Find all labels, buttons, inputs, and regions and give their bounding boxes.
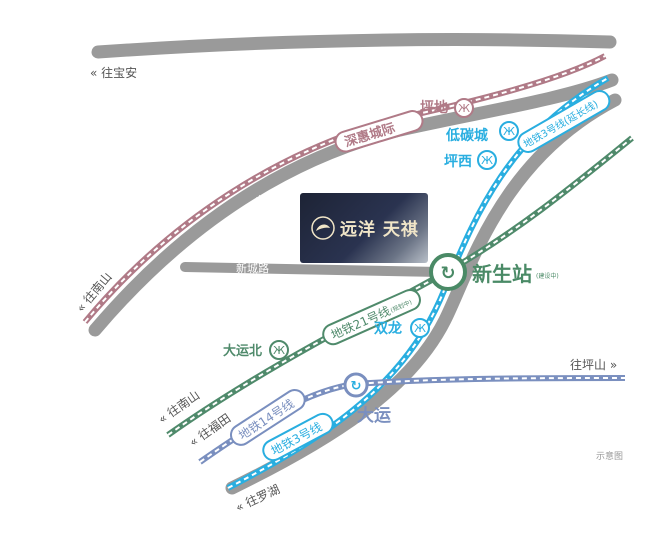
station-note-xinsheng: (建设中) — [536, 272, 559, 280]
transfer-icon: ↻ — [351, 379, 362, 394]
leaf-logo-icon — [311, 216, 335, 240]
outer-ring-expressway — [91, 33, 617, 59]
station-shuanglong[interactable]: Ж — [410, 318, 430, 338]
direction-pingshan: 往坪山 » — [570, 357, 617, 372]
station-label-shuanglong: 双龙 — [374, 320, 402, 337]
metro-icon: Ж — [273, 344, 285, 357]
station-xinsheng[interactable]: ↻ — [429, 253, 467, 291]
longgang-avenue — [225, 93, 622, 495]
station-dayunbei[interactable]: Ж — [269, 340, 289, 360]
brand-banner[interactable]: 远洋 天祺 — [300, 193, 428, 263]
shenhui-line-pill: 深惠城际 — [334, 110, 424, 153]
metro-icon: Ж — [503, 125, 515, 138]
metro-icon: Ж — [458, 102, 470, 115]
station-label-dayun: 大运 — [357, 405, 391, 426]
station-label-pingdi: 坪地 — [420, 99, 448, 116]
direction-nanshan-2: « 往南山 — [155, 387, 202, 426]
brand-name: 远洋 天祺 — [340, 220, 419, 240]
xincheng-road-label: 新城路 — [236, 261, 269, 275]
outer-ring-label: 深圳外环高速 — [300, 59, 366, 74]
metro-line-21 — [166, 135, 634, 438]
station-pingxi[interactable]: Ж — [477, 150, 497, 170]
station-ditancheng[interactable]: Ж — [499, 121, 519, 141]
station-label-xinsheng: 新生站 — [472, 262, 532, 286]
metro-icon: Ж — [414, 322, 426, 335]
station-label-pingxi: 坪西 — [444, 154, 472, 170]
station-dayun[interactable]: ↻ — [343, 372, 369, 398]
metro-icon: Ж — [481, 154, 493, 167]
metro21-line-pill: 地铁21号线 (规划中) — [322, 289, 421, 346]
direction-baoan: « 往宝安 — [90, 65, 137, 80]
schematic-note: 示意图 — [596, 452, 624, 462]
xincheng-road — [180, 262, 445, 277]
station-label-dayunbei: 大运北 — [223, 343, 262, 359]
station-pingdi[interactable]: Ж — [454, 98, 474, 118]
station-label-ditancheng: 低碳城 — [445, 127, 488, 144]
transfer-icon: ↻ — [440, 263, 455, 284]
